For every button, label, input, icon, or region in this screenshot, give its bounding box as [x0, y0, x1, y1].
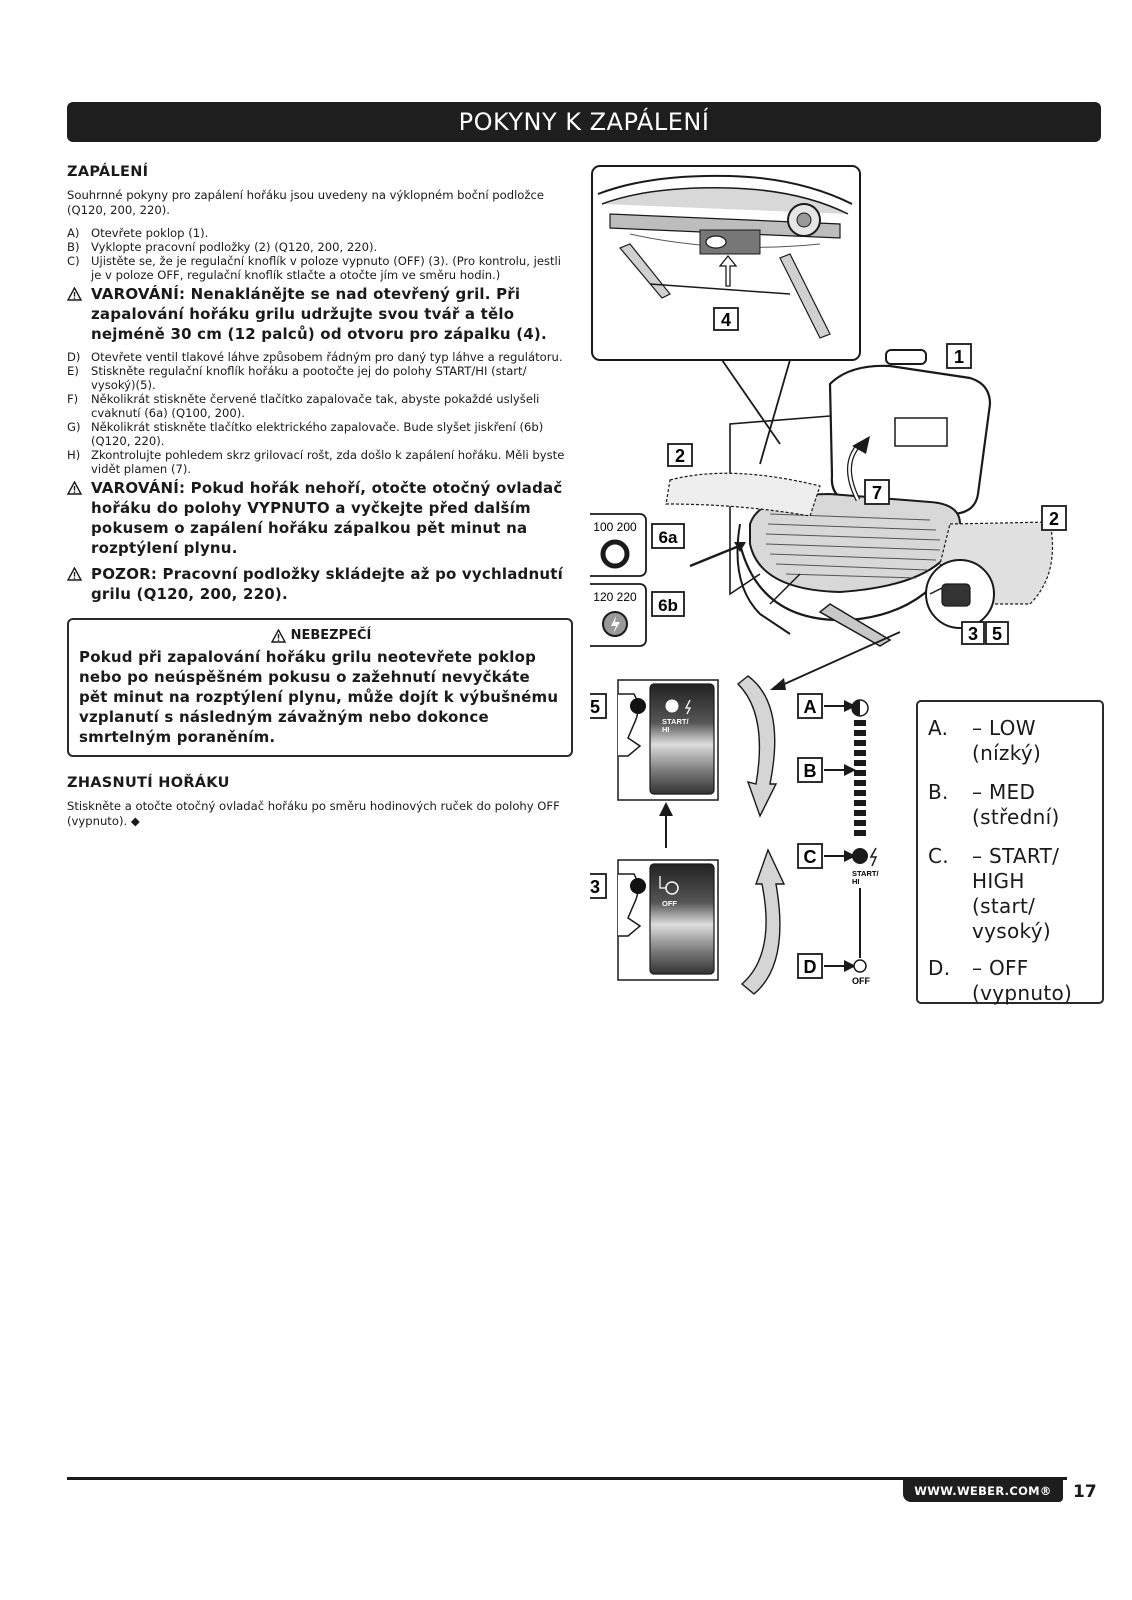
scale-label-c: C — [804, 847, 817, 867]
legend-item-c: C.– START/ HIGH (start/ vysoký) — [928, 844, 1060, 943]
step-item: H)Zkontrolujte pohledem skrz grilovací r… — [67, 448, 565, 476]
section-heading-extinguish: ZHASNUTÍ HOŘÁKU — [67, 775, 230, 791]
callout-6b: 6b — [658, 596, 678, 615]
svg-text:OFF: OFF — [662, 899, 677, 908]
callout-1: 1 — [954, 347, 964, 367]
callout-4: 4 — [721, 310, 731, 330]
step-item: G)Několikrát stiskněte tlačítko elektric… — [67, 420, 544, 448]
warning-lean: VAROVÁNÍ: Nenaklánějte se nad otevřený g… — [67, 284, 573, 344]
step-item: E)Stiskněte regulační knoflík hořáku a p… — [67, 364, 527, 392]
callout-5-knob: 5 — [590, 697, 600, 717]
page-title: POKYNY K ZAPÁLENÍ — [67, 102, 1101, 142]
warning-icon — [67, 287, 82, 301]
svg-text:100 200: 100 200 — [593, 520, 637, 534]
spark-icon — [611, 616, 620, 634]
callout-2-right: 2 — [1049, 509, 1059, 529]
callout-3: 3 — [968, 624, 978, 644]
scale-label-d: D — [804, 957, 817, 977]
svg-text:HI: HI — [662, 725, 670, 734]
svg-text:HI: HI — [852, 877, 860, 886]
step-item: F)Několikrát stiskněte červené tlačítko … — [67, 392, 540, 420]
danger-text: Pokud při zapalování hořáku grilu neotev… — [79, 648, 559, 746]
footer-url: WWW.WEBER.COM® — [903, 1480, 1063, 1502]
scale-label-b: B — [804, 761, 817, 781]
warning-icon — [270, 629, 286, 643]
scale-label-a: A — [804, 697, 817, 717]
legend-item-d: D.– OFF (vypnuto) — [928, 956, 1073, 1005]
footer-rule — [67, 1477, 1067, 1480]
inset-igniter-view — [591, 165, 861, 361]
callout-2-left: 2 — [675, 446, 685, 466]
callout-5: 5 — [992, 624, 1002, 644]
igniter-button-6b: 120 220 — [590, 583, 647, 647]
section-heading-ignition: ZAPÁLENÍ — [67, 164, 149, 180]
svg-text:OFF: OFF — [852, 976, 870, 986]
grill-illustration — [665, 349, 1054, 647]
igniter-button-6a: 100 200 — [590, 513, 647, 577]
knob-start-position: START/ HI — [617, 679, 719, 801]
warning-not-lit: VAROVÁNÍ: Pokud hořák nehoří, otočte oto… — [67, 478, 573, 558]
step-item: D)Otevřete ventil tlakové láhve způsobem… — [67, 350, 563, 364]
callout-3-knob: 3 — [590, 877, 600, 897]
page-number: 17 — [1073, 1482, 1097, 1502]
danger-heading: NEBEZPEČÍ — [270, 628, 371, 643]
instructions-column: ZAPÁLENÍ Souhrnné pokyny pro zapálení ho… — [67, 164, 573, 829]
steps-list-b: D)Otevřete ventil tlakové láhve způsobem… — [67, 350, 573, 476]
grill-ignition-diagram: 4 1 2 2 7 3 5 — [590, 165, 1067, 995]
svg-text:START/: START/ — [852, 869, 879, 878]
warning-icon — [67, 567, 82, 581]
svg-text:START/: START/ — [662, 717, 689, 726]
warning-icon — [67, 481, 82, 495]
step-item: A)Otevřete poklop (1). — [67, 226, 209, 240]
extinguish-text: Stiskněte a otočte otočný ovladač hořáku… — [67, 799, 560, 828]
callout-7: 7 — [872, 483, 882, 503]
steps-list-a: A)Otevřete poklop (1). B)Vyklopte pracov… — [67, 226, 573, 282]
svg-text:120 220: 120 220 — [593, 590, 637, 604]
legend-item-b: B.– MED (střední) — [928, 780, 1060, 829]
flame-setting-legend: A.– LOW (nízký) B.– MED (střední) C.– ST… — [916, 700, 1104, 1005]
legend-item-a: A.– LOW (nízký) — [928, 716, 1042, 765]
caution-tables: POZOR: Pracovní podložky skládejte až po… — [67, 564, 573, 604]
callout-6a: 6a — [659, 528, 678, 547]
step-item: B)Vyklopte pracovní podložky (2) (Q120, … — [67, 240, 378, 254]
flame-scale: A B C D START/ HI OFF — [797, 693, 879, 986]
intro-text: Souhrnné pokyny pro zapálení hořáku jsou… — [67, 188, 544, 217]
danger-box: NEBEZPEČÍ Pokud při zapalování hořáku gr… — [67, 618, 573, 757]
step-item: C)Ujistěte se, že je regulační knoflík v… — [67, 254, 562, 282]
knob-off-position: OFF — [617, 859, 719, 981]
